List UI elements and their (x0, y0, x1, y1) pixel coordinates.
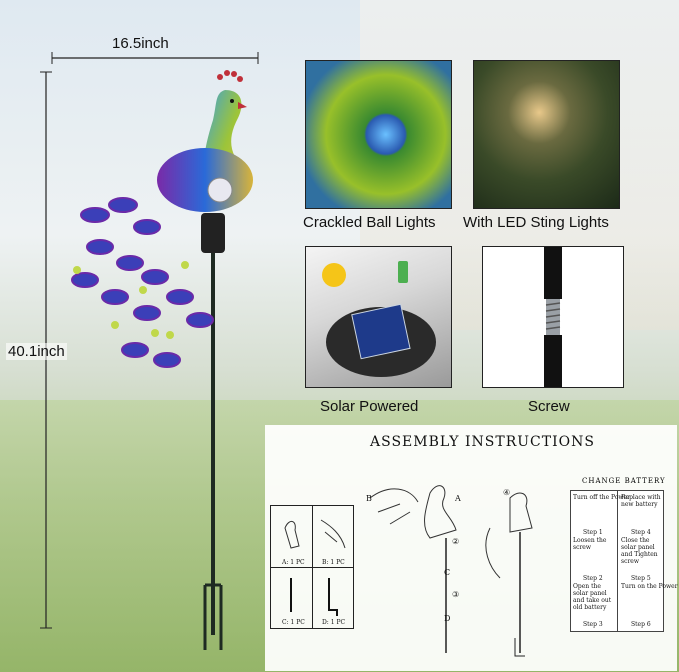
part-a-label: A: 1 PC (282, 559, 305, 566)
assembly-label-b: B (366, 494, 372, 503)
photo-crackled-ball (305, 60, 452, 209)
photo-solar-panel (305, 246, 452, 388)
change-battery-panel: Turn off the Power Replace with new batt… (570, 490, 678, 632)
battery-step-label-1: Step 1 (583, 529, 603, 536)
battery-step-4: Replace with new battery (621, 494, 661, 508)
photo-led-string (473, 60, 620, 209)
battery-step-label-2: Step 2 (583, 575, 603, 582)
battery-step-3: Open the solar panel and take out old ba… (573, 583, 612, 611)
part-b-label: B: 1 PC (322, 559, 345, 566)
assembly-label-a: A (455, 494, 461, 503)
caption-crackled-ball: Crackled Ball Lights (303, 214, 436, 231)
assembly-title: ASSEMBLY INSTRUCTIONS (370, 434, 595, 450)
peacock-stake-image (71, 70, 253, 650)
battery-step-label-3: Step 3 (583, 621, 603, 628)
battery-step-label-4: Step 4 (631, 529, 651, 536)
battery-step-1: Turn off the Power (573, 494, 630, 501)
step-4-marker: ④ (503, 488, 511, 497)
caption-led-string: With LED Sting Lights (463, 214, 609, 231)
caption-solar: Solar Powered (320, 398, 419, 415)
caption-screw: Screw (528, 398, 570, 415)
battery-step-label-5: Step 5 (631, 575, 651, 582)
change-battery-title: CHANGE BATTERY (582, 477, 666, 485)
parts-grid (270, 505, 354, 629)
step-2-marker: ② (452, 537, 460, 546)
part-c-label: C: 1 PC (282, 619, 305, 626)
assembly-label-c: C (444, 568, 451, 577)
part-d-label: D: 1 PC (322, 619, 346, 626)
battery-step-label-6: Step 6 (631, 621, 651, 628)
step-3-marker: ③ (452, 590, 460, 599)
battery-step-5: Close the solar panel and Tighten screw (621, 537, 658, 565)
photo-screw (482, 246, 624, 388)
assembly-diagram (369, 485, 533, 657)
battery-step-6: Turn on the Power (621, 583, 678, 590)
battery-step-2: Loosen the screw (573, 537, 607, 551)
assembly-label-d: D (444, 614, 451, 623)
height-label: 40.1inch (6, 343, 67, 360)
width-label: 16.5inch (112, 35, 169, 52)
